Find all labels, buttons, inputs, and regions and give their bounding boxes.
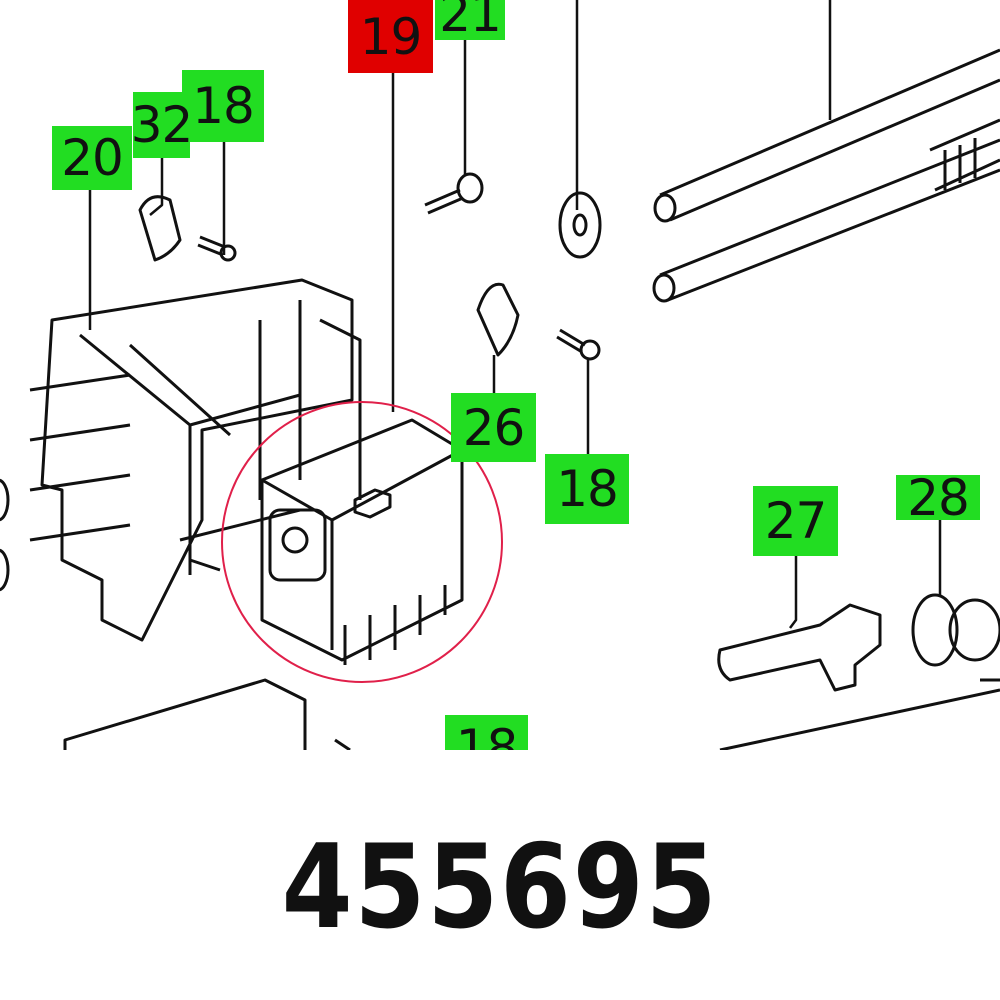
leader-lines <box>88 0 942 629</box>
callout-28[interactable]: 28 <box>896 473 980 523</box>
callout-18[interactable]: 18 <box>545 454 629 524</box>
callout-21[interactable]: 21 <box>435 0 505 40</box>
line-art <box>0 0 1000 750</box>
part-number: 455695 <box>281 820 719 955</box>
callout-26[interactable]: 26 <box>451 393 536 462</box>
callout-20[interactable]: 20 <box>52 126 132 190</box>
callout-19-selected[interactable]: 19 <box>348 0 433 73</box>
callout-18[interactable]: 18 <box>445 715 528 750</box>
highlight-circle <box>221 401 503 683</box>
rods <box>652 48 1000 303</box>
callout-32[interactable]: 32 <box>131 92 193 158</box>
callout-18[interactable]: 18 <box>182 70 264 142</box>
selected-part-19 <box>260 418 464 665</box>
callout-27[interactable]: 27 <box>753 486 838 556</box>
exploded-parts-diagram: 21 19 18 32 20 26 18 28 27 18 <box>0 0 1000 750</box>
switch-housing <box>29 278 362 642</box>
